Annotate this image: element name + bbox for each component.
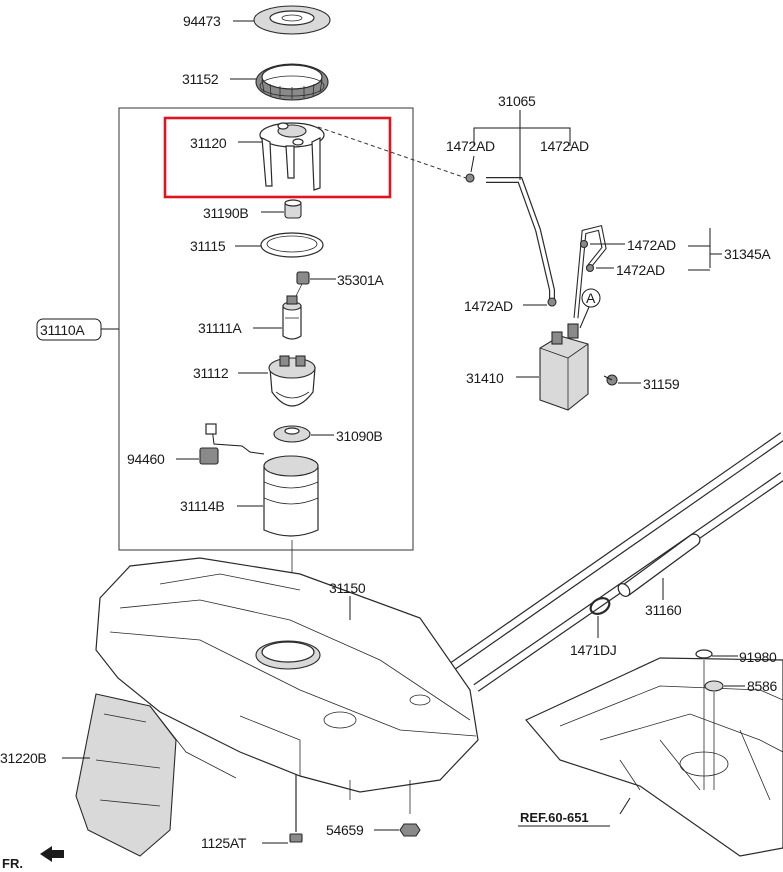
label-94473[interactable]: 94473	[183, 13, 221, 29]
part-31159-bolt[interactable]	[603, 374, 618, 386]
label-1472AD-e[interactable]: 1472AD	[616, 262, 665, 278]
part-31065-vapor-hose[interactable]	[486, 177, 555, 300]
label-31114B[interactable]: 31114B	[180, 498, 225, 514]
ref-60-651[interactable]: REF.60-651	[520, 810, 589, 825]
part-31152-lock-ring[interactable]	[255, 63, 329, 101]
part-91980-grommet[interactable]	[695, 649, 713, 659]
part-94460-level-sensor[interactable]	[199, 423, 265, 465]
label-1472AD-d[interactable]: 1472AD	[627, 237, 676, 253]
label-1472AD-b[interactable]: 1472AD	[540, 138, 589, 154]
label-35301A[interactable]: 35301A	[337, 272, 385, 288]
part-31114B-reservoir[interactable]	[263, 455, 319, 537]
callout-A[interactable]: A	[586, 290, 596, 306]
label-31110A[interactable]: 31110A	[40, 322, 86, 338]
part-31112-pump-housing[interactable]	[268, 355, 316, 407]
clamp-1472AD-d[interactable]	[579, 239, 589, 249]
label-31410[interactable]: 31410	[466, 370, 504, 386]
label-31111A[interactable]: 31111A	[198, 320, 243, 336]
label-31115[interactable]: 31115	[190, 238, 226, 254]
part-31190B-clip[interactable]	[284, 199, 302, 219]
label-31220B[interactable]: 31220B	[0, 750, 47, 766]
callout-A-circle	[581, 288, 601, 308]
part-35301A-connector[interactable]	[295, 271, 310, 297]
part-31111A-fuel-pump[interactable]	[282, 295, 302, 340]
label-31065[interactable]: 31065	[498, 93, 536, 109]
label-31345A[interactable]: 31345A	[724, 246, 772, 262]
part-8586-plug[interactable]	[704, 680, 724, 692]
label-1472AD-a[interactable]: 1472AD	[446, 138, 495, 154]
part-31090B-filter[interactable]	[273, 425, 311, 443]
part-filler-pipe[interactable]	[447, 432, 783, 692]
clamp-1472AD-e[interactable]	[585, 263, 595, 273]
part-31220B-heat-shield[interactable]	[75, 693, 237, 857]
label-94460[interactable]: 94460	[127, 451, 165, 467]
part-1471DJ-clamp[interactable]	[588, 595, 612, 617]
part-31410-canister[interactable]	[539, 323, 589, 411]
label-31120[interactable]: 31120	[190, 135, 227, 151]
part-1125AT-bolt[interactable]	[289, 774, 303, 843]
highlight-box-31120	[163, 116, 392, 199]
front-arrow-icon	[40, 846, 64, 862]
part-31150-fuel-tank[interactable]	[95, 557, 479, 814]
label-31152[interactable]: 31152	[182, 71, 219, 87]
label-31112[interactable]: 31112	[193, 365, 229, 381]
label-31160[interactable]: 31160	[645, 602, 682, 618]
part-94473-cover[interactable]	[253, 5, 331, 35]
part-54659-nut[interactable]	[399, 823, 421, 837]
clamp-1472AD-c[interactable]	[547, 297, 557, 307]
label-31090B[interactable]: 31090B	[336, 428, 383, 444]
part-31115-gasket[interactable]	[260, 232, 324, 258]
label-31150[interactable]: 31150	[329, 580, 366, 596]
front-label: FR.	[2, 856, 23, 871]
part-31345A-hose[interactable]	[573, 224, 607, 319]
label-54659[interactable]: 54659	[326, 822, 364, 838]
label-1471DJ[interactable]: 1471DJ	[570, 642, 617, 658]
part-31160-pipe[interactable]	[616, 533, 701, 599]
label-1472AD-c[interactable]: 1472AD	[464, 298, 513, 314]
clamp-1472AD-a[interactable]	[465, 173, 475, 183]
label-31190B[interactable]: 31190B	[203, 205, 249, 221]
label-1125AT[interactable]: 1125AT	[201, 835, 247, 851]
front-direction-indicator: FR.	[2, 846, 64, 871]
label-8586[interactable]: 8586	[747, 678, 778, 694]
label-31159[interactable]: 31159	[643, 376, 680, 392]
label-31110A-frame	[36, 318, 102, 341]
part-31120-fuel-sender[interactable]	[259, 122, 325, 191]
label-91980[interactable]: 91980	[739, 649, 777, 665]
